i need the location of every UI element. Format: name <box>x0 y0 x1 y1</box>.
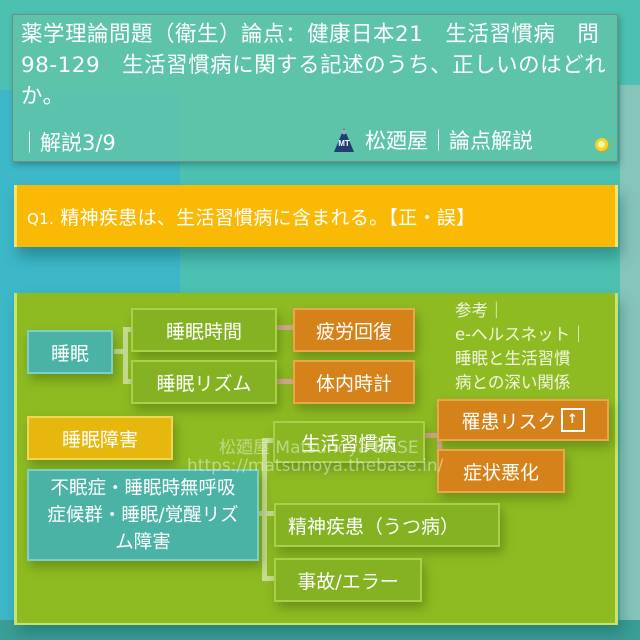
question-number: Q1. <box>27 209 55 228</box>
connector <box>262 576 274 581</box>
node-sleep: 睡眠 <box>27 330 113 374</box>
diagram-panel: 睡眠 睡眠時間 睡眠リズム 疲労回復 体内時計 参考｜ e-ヘルスネット｜ 睡眠… <box>14 293 618 625</box>
connector <box>277 325 293 330</box>
svg-text:MT: MT <box>338 139 350 148</box>
connector <box>262 438 267 581</box>
connector <box>114 349 128 354</box>
node-mental-illness: 精神疾患（うつ病） <box>274 503 500 547</box>
header: 薬学理論問題（衛生）論点：健康日本21 生活習慣病 問98-129 生活習慣病に… <box>12 14 618 162</box>
node-symptom-worsening: 症状悪化 <box>437 449 565 493</box>
gold-coin-icon <box>595 138 609 152</box>
connector <box>262 438 274 443</box>
node-body-clock: 体内時計 <box>293 360 415 404</box>
connector <box>123 327 128 384</box>
header-title: 薬学理論問題（衛生）論点：健康日本21 生活習慣病 問98-129 生活習慣病に… <box>21 22 607 109</box>
question-statement: 精神疾患は、生活習慣病に含まれる。【正・誤】 <box>60 206 476 229</box>
mt-logo-icon: MT <box>333 127 355 153</box>
node-sleep-disorder: 睡眠障害 <box>27 416 173 460</box>
brand: MT 松廼屋｜論点解説 <box>333 125 533 155</box>
background-right <box>620 85 640 640</box>
question-bar: Q1. 精神疾患は、生活習慣病に含まれる。【正・誤】 <box>14 185 618 247</box>
page-label: ｜解説3/9 <box>19 131 116 155</box>
connector <box>425 433 437 438</box>
watermark-name: 松廼屋 Matsunoya BASE <box>219 438 419 458</box>
connector <box>259 511 274 516</box>
up-arrow-icon: ↑ <box>560 408 585 432</box>
connector <box>123 379 137 384</box>
connector <box>123 327 137 332</box>
connector <box>277 379 293 384</box>
question-text: Q1. 精神疾患は、生活習慣病に含まれる。【正・誤】 <box>27 203 475 230</box>
reference-note: 参考｜ e-ヘルスネット｜ 睡眠と生活習慣 病との深い関係 <box>455 301 587 392</box>
node-accident-error: 事故/エラー <box>274 558 422 602</box>
node-sleep-duration: 睡眠時間 <box>131 308 277 352</box>
node-sleep-rhythm: 睡眠リズム <box>131 360 277 404</box>
node-fatigue-recovery: 疲労回復 <box>293 308 415 352</box>
node-lifestyle-disease: 生活習慣病 <box>273 421 425 463</box>
brand-text: 松廼屋｜論点解説 <box>365 129 533 153</box>
watermark-url: https://matsunoya.thebase.in/ <box>187 456 444 476</box>
node-disorder-examples: 不眠症・睡眠時無呼吸症候群・睡眠/覚醒リズム障害 <box>27 469 259 561</box>
background-bottom <box>0 620 640 640</box>
node-disease-risk: 罹患リスク↑ <box>437 399 609 441</box>
